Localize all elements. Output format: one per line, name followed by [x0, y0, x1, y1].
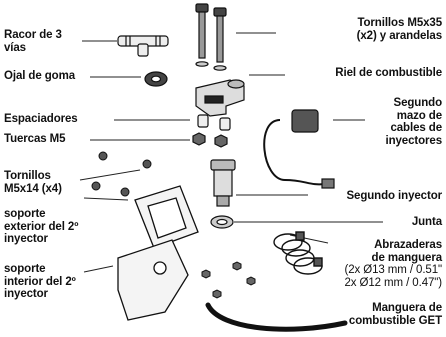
label-injector: Segundo inyector: [346, 190, 442, 202]
injector-icon: [210, 159, 236, 207]
label-seal: Junta: [411, 216, 442, 228]
spacers-icon: [197, 114, 231, 131]
hose-clamps-icon: [273, 231, 323, 275]
label-nuts: Tuercas M5: [4, 133, 66, 145]
label-grommet: Ojal de goma: [4, 70, 76, 82]
inner-bracket-icon: [117, 239, 189, 321]
tee-fitting-icon: [117, 35, 169, 57]
wiring-harness-icon: [263, 109, 335, 189]
loose-nuts-icon: [201, 261, 256, 299]
outer-bracket-icon: [134, 185, 199, 249]
nuts-icon: [192, 132, 228, 148]
leader-lines: [79, 32, 383, 273]
fuel-hose-icon: [205, 302, 348, 332]
label-long-bolts: Tornillos M5x35(x2) y arandelas: [356, 17, 442, 42]
label-fuel-rail: Riel de combustible: [335, 67, 442, 79]
label-spacers: Espaciadores: [4, 113, 78, 125]
long-bolts-icon: [195, 3, 227, 71]
seal-icon: [210, 215, 234, 229]
fuel-rail-icon: [195, 79, 245, 117]
small-bolts-icon: [91, 151, 152, 197]
grommet-icon: [144, 71, 168, 87]
